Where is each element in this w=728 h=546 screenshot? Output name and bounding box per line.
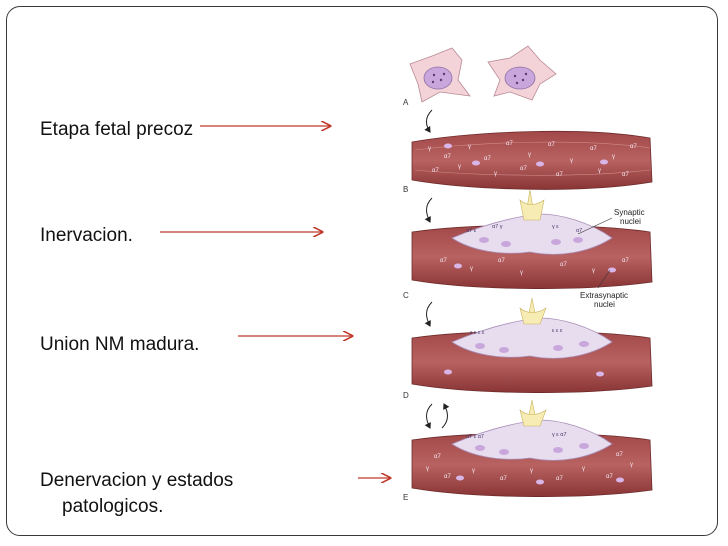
svg-text:α7: α7 [590, 146, 597, 152]
svg-text:α7 ε α7: α7 ε α7 [466, 434, 484, 440]
svg-text:γ: γ [520, 270, 523, 276]
svg-text:γ ε: γ ε [552, 224, 559, 230]
svg-text:α7: α7 [556, 476, 563, 482]
callout-line-extrasynaptic [597, 269, 611, 289]
svg-text:ε ε ε ε: ε ε ε ε [470, 330, 485, 336]
svg-text:α7 γ: α7 γ [492, 224, 503, 230]
svg-text:γ: γ [468, 144, 471, 150]
svg-text:α7: α7 [576, 228, 582, 234]
myoblast-cell-2 [487, 45, 557, 101]
svg-text:γ: γ [530, 468, 533, 474]
svg-text:γ: γ [494, 171, 497, 177]
muscle-fiber-denervated: α7 ε α7 γ ε α7 γ α7 γ α7 γ α7 γ α7 γ α7 α7 [411, 399, 653, 497]
svg-text:γ: γ [472, 468, 475, 474]
svg-text:α7: α7 [616, 452, 623, 458]
svg-text:α7: α7 [622, 172, 629, 178]
svg-text:γ: γ [630, 462, 633, 468]
svg-text:α7: α7 [440, 258, 447, 264]
svg-text:α7: α7 [548, 142, 555, 148]
svg-text:α7: α7 [434, 454, 441, 460]
svg-text:γ: γ [528, 152, 531, 158]
svg-text:α7: α7 [506, 141, 513, 147]
label-mature-nmj: Union NM madura. [40, 334, 200, 355]
label-early-fetal: Etapa fetal precoz [40, 119, 194, 140]
panel-letter-d: D [403, 391, 409, 400]
label-denervation: Denervacion y estados [40, 470, 234, 491]
svg-text:α7: α7 [606, 474, 613, 480]
svg-text:α7: α7 [630, 144, 637, 150]
svg-text:γ: γ [570, 158, 573, 164]
panel-letter-a: A [403, 98, 409, 107]
svg-text:α7: α7 [520, 166, 527, 172]
process-arrow-d-up [441, 403, 450, 429]
svg-text:α7: α7 [444, 474, 451, 480]
svg-text:α7: α7 [498, 258, 505, 264]
muscle-fiber-early: γ α7 γ α7 α7 γ α7 γ α7 γ α7 α7 γ γ α7 α7 γ α7 [411, 130, 653, 190]
callout-extrasynaptic-1: Extrasynaptic [580, 291, 628, 300]
svg-text:γ ε α7: γ ε α7 [552, 432, 567, 438]
svg-text:α7: α7 [444, 154, 451, 160]
panel-letter-e: E [403, 493, 408, 502]
panel-letter-c: C [403, 291, 409, 300]
callout-line-synaptic [577, 217, 613, 235]
process-arrow-b [424, 197, 433, 223]
svg-text:ε ε ε: ε ε ε [552, 328, 563, 334]
svg-text:α7: α7 [484, 156, 491, 162]
svg-text:γ: γ [592, 268, 595, 274]
svg-text:α7: α7 [622, 258, 629, 264]
svg-text:α7: α7 [432, 168, 439, 174]
svg-text:γ: γ [458, 164, 461, 170]
svg-text:α7: α7 [556, 172, 563, 178]
label-denervation-cont: patologicos. [62, 496, 164, 517]
svg-text:γ: γ [470, 266, 473, 272]
callout-extrasynaptic-2: nuclei [594, 300, 615, 309]
svg-text:γ: γ [582, 466, 585, 472]
panel-letter-b: B [403, 185, 408, 194]
svg-text:α7 ε: α7 ε [466, 228, 477, 234]
process-arrow-d-down [424, 403, 433, 429]
svg-text:γ: γ [428, 146, 431, 152]
svg-text:γ: γ [598, 168, 601, 174]
svg-text:γ: γ [612, 154, 615, 160]
process-arrow-c [424, 301, 433, 327]
muscle-fiber-innervation: α7 ε α7 γ γ ε α7 α7 γ α7 γ α7 γ α7 [411, 189, 653, 289]
callout-synaptic-2: nuclei [620, 217, 641, 226]
callout-synaptic-1: Synaptic [614, 208, 645, 217]
process-arrow-a [424, 109, 433, 133]
svg-text:α7: α7 [500, 476, 507, 482]
svg-text:α7: α7 [560, 262, 567, 268]
svg-text:γ: γ [426, 466, 429, 472]
label-innervation: Inervacion. [40, 225, 133, 246]
myoblast-cell-1 [409, 47, 471, 103]
